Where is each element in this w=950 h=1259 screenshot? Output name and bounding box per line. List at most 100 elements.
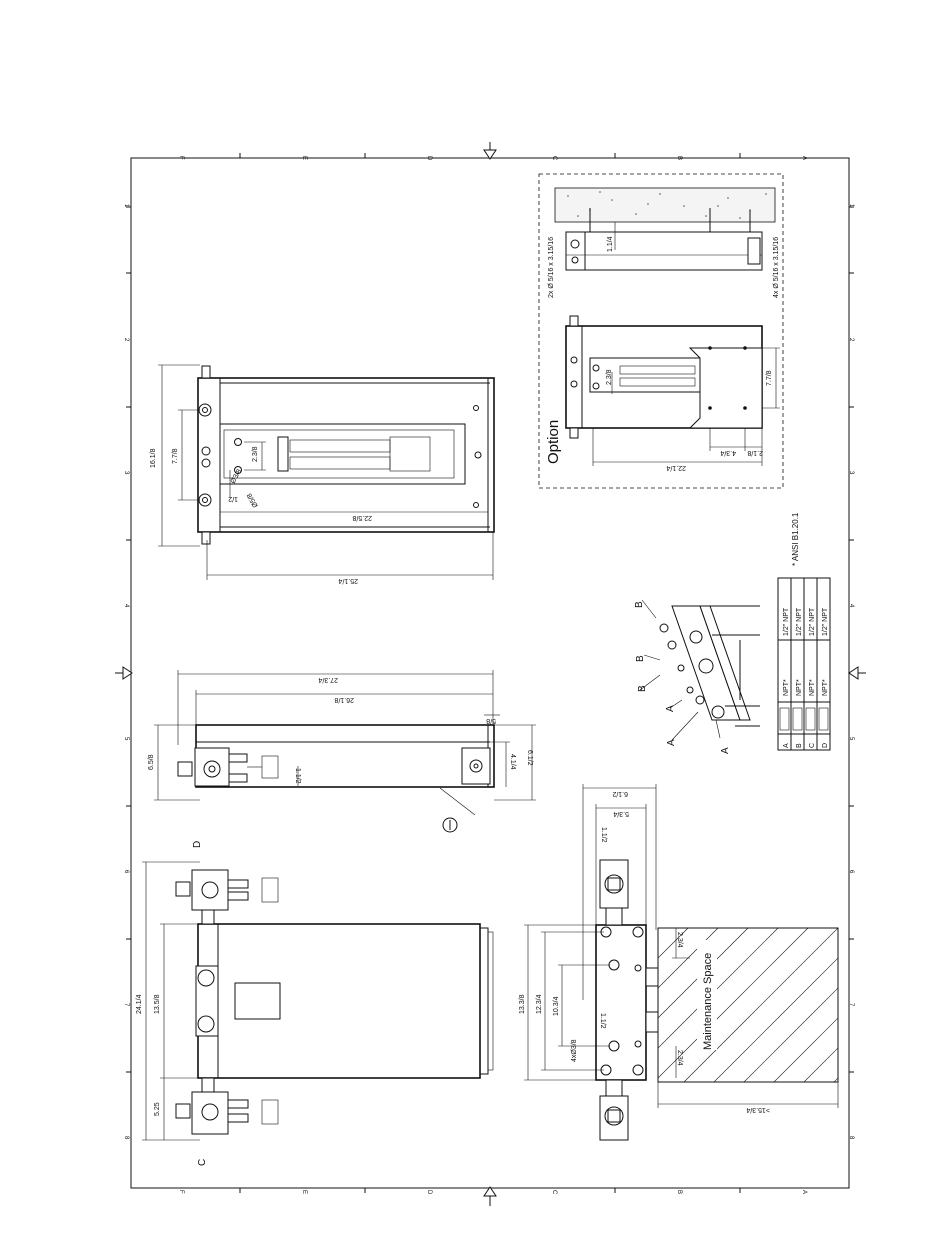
dim-label: 5/8 (486, 717, 496, 724)
zone-number: 4 (848, 604, 854, 608)
top-view: 16.1/8 7.7/8 Ø3/8 2.3/8 1/2 Ø5/8 22.5/8 … (150, 364, 495, 584)
row-id: A (783, 743, 790, 748)
iso-label: B (634, 601, 645, 608)
table-row: D NPT* 1/2" NPT (818, 607, 829, 748)
zone-letter: B (676, 156, 682, 160)
zone-number: 8 (123, 1136, 129, 1140)
dim-label: 4.3/4 (720, 449, 736, 456)
dim-label: 6.1/2 (526, 750, 533, 766)
zone-letter: E (301, 1190, 307, 1194)
dim-label: 5.25 (154, 1102, 161, 1116)
row-left: NPT* (809, 679, 816, 696)
dim-label: 2.3/4 (676, 1050, 683, 1066)
dim-label: 4.1/4 (509, 754, 516, 770)
zone-number: 6 (123, 870, 129, 874)
table-row: A NPT* 1/2" NPT (779, 607, 790, 748)
row-id: D (822, 743, 829, 748)
dim-label: 2.3/8 (252, 446, 259, 462)
dim-label: 2x Ø 5/16 x 3.15/16 (548, 237, 555, 298)
row-left: NPT* (796, 679, 803, 696)
port-label-c: C (197, 1159, 208, 1166)
row-left: NPT* (783, 679, 790, 696)
dim-label: 12.3/4 (536, 994, 543, 1014)
front-view: 24.1/4 13.5/8 5.25 D C (136, 841, 494, 1166)
zone-number: 7 (123, 1003, 129, 1007)
zone-letters-top: F E D C B A (178, 156, 807, 161)
zone-number: 5 (123, 737, 129, 741)
dim-label: Ø3/8 (230, 468, 244, 485)
dim-label: 1.1/4 (607, 236, 614, 252)
side-view: 27.3/4 26.1/8 5/8 6.5/8 4.1/4 6.1/2 1.1/… (148, 670, 536, 833)
dim-label: 1.1/2 (294, 768, 301, 784)
zone-number: 8 (848, 1136, 854, 1140)
zone-number: 4 (123, 604, 129, 608)
option-view: 1.1/4 2x Ø 5/16 x 3.15/16 4x Ø 5/16 x 3.… (538, 173, 784, 489)
option-title: Option (545, 420, 562, 464)
end-valve-bottom (599, 1079, 629, 1141)
end-valve-top (599, 859, 629, 926)
row-id: C (809, 743, 816, 748)
zone-letter: D (426, 156, 432, 161)
maintenance-area: Maintenance Space (657, 927, 839, 1083)
end-view: Maintenance Space 6.1/2 5.3/4 1.1/2 13.3… (519, 784, 839, 1141)
row-right: 1/2" NPT (796, 607, 803, 636)
dim-label: 1.1/2 (599, 1013, 606, 1029)
dim-label: 25.1/4 (338, 577, 358, 584)
iso-view: B B B A A A (634, 599, 760, 754)
dim-label: 13.3/8 (519, 994, 526, 1014)
dim-label: 5.3/4 (613, 810, 629, 817)
zone-numbers-left: 1 2 3 4 5 6 7 8 (123, 204, 129, 1140)
zone-letter: F (178, 1190, 184, 1194)
dim-label: 22.5/8 (352, 514, 372, 521)
iso-label: B (637, 685, 648, 692)
iso-label: A (665, 705, 676, 712)
zone-number: 3 (848, 471, 854, 475)
row-right: 1/2" NPT (809, 607, 816, 636)
zone-letter: A (801, 156, 807, 160)
row-id: B (796, 743, 803, 748)
dim-label: 7.7/8 (766, 370, 773, 386)
dim-label: 6.5/8 (148, 754, 155, 770)
zone-letter: C (551, 1190, 557, 1195)
dim-label: 22.1/4 (666, 464, 686, 471)
zone-letter: E (301, 156, 307, 160)
dim-label: 7.7/8 (172, 448, 179, 464)
dim-label: >15.3/4 (746, 1106, 770, 1113)
valve-assembly-side (177, 747, 279, 787)
zone-letter: F (178, 156, 184, 160)
dim-label: 2.1/8 (747, 449, 763, 456)
drawing-frame: F E D C B A F E D C B A 1 2 3 4 5 6 7 8 … (115, 142, 866, 1206)
maintenance-space-label: Maintenance Space (702, 953, 714, 1050)
dim-label: 13.5/8 (154, 994, 161, 1014)
iso-label: A (666, 739, 677, 746)
zone-numbers-right: 1 2 3 4 5 6 7 8 (848, 204, 854, 1140)
row-right: 1/2" NPT (783, 607, 790, 636)
zone-number: 5 (848, 737, 854, 741)
zone-number: 3 (123, 471, 129, 475)
zone-number: 7 (848, 1003, 854, 1007)
zone-number: 2 (848, 338, 854, 342)
zone-letter: C (551, 156, 557, 161)
standard-note: * ANSI B1.20.1 (791, 512, 800, 566)
dim-label: Ø5/8 (246, 492, 260, 509)
zone-number: 1 (123, 204, 129, 208)
zone-letter: A (801, 1190, 807, 1194)
dim-label: 24.1/4 (136, 994, 143, 1014)
zone-number: 2 (123, 338, 129, 342)
dim-label: 10.3/4 (553, 996, 560, 1016)
row-left: NPT* (822, 679, 829, 696)
table-row: B NPT* 1/2" NPT (792, 607, 803, 748)
zone-letter: D (426, 1190, 432, 1195)
dim-label: 1/2 (228, 495, 238, 502)
valve-assembly-bottom (175, 1077, 279, 1135)
row-right: 1/2" NPT (822, 607, 829, 636)
zone-number: 6 (848, 870, 854, 874)
dim-label: 4xØ3/8 (571, 1039, 578, 1062)
valve-assembly-top (175, 869, 279, 925)
dim-label: 2.3/4 (676, 932, 683, 948)
iso-label: B (635, 655, 646, 662)
zone-number: 1 (848, 204, 854, 208)
dim-label: 26.1/8 (334, 696, 354, 703)
